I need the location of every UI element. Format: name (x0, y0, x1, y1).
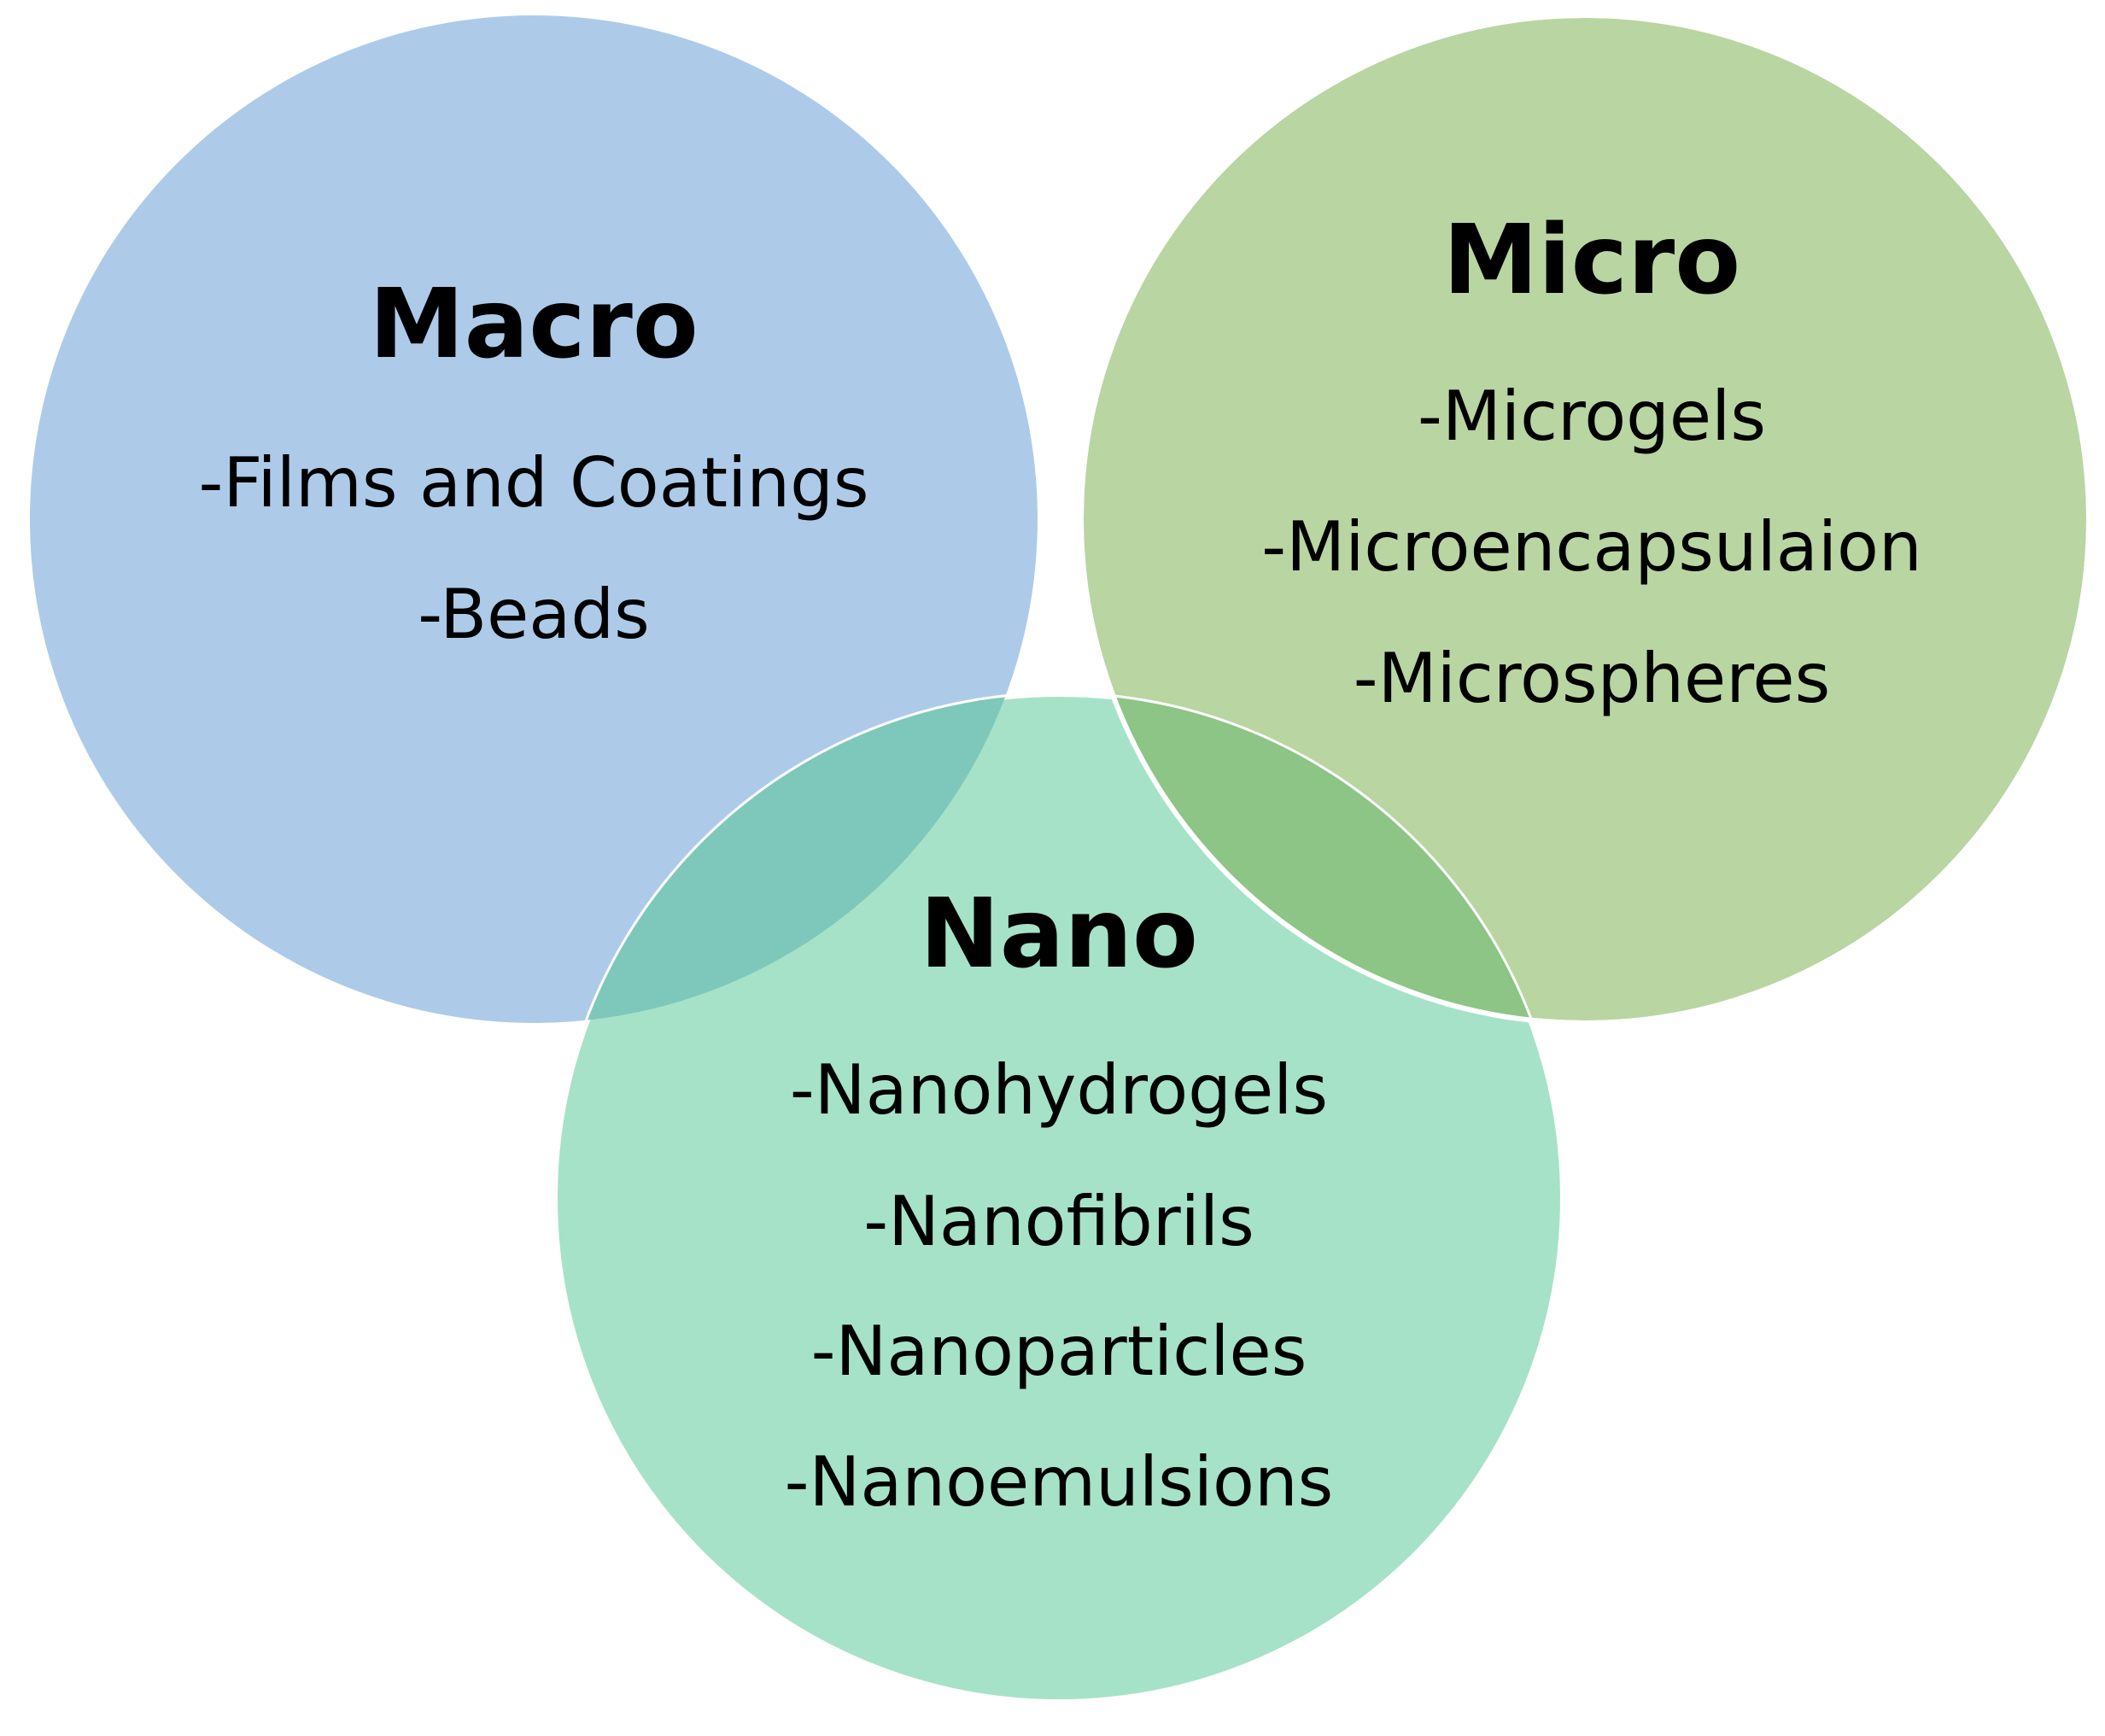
micro-title: Micro (1443, 205, 1740, 316)
macro-item: -Beads (418, 575, 650, 654)
micro-item: -Microgels (1418, 377, 1766, 456)
micro-label-group: Micro -Microgels -Microencapsulaion -Mic… (1261, 205, 1921, 718)
macro-title: Macro (369, 269, 699, 380)
nano-item: -Nanofibrils (863, 1182, 1254, 1261)
macro-item: -Films and Coatings (198, 443, 868, 523)
nano-item: -Nanohydrogels (790, 1050, 1328, 1130)
nano-label-group: Nano -Nanohydrogels -Nanofibrils -Nanopa… (785, 879, 1334, 1522)
nano-item: -Nanoemulsions (785, 1442, 1334, 1522)
micro-item: -Microspheres (1354, 639, 1831, 718)
nano-item: -Nanoparticles (811, 1312, 1307, 1391)
macro-label-group: Macro -Films and Coatings -Beads (198, 269, 868, 654)
micro-outline (1079, 13, 2091, 1026)
nano-circle (553, 692, 1565, 1704)
micro-item: -Microencapsulaion (1261, 507, 1921, 587)
macro-circle (30, 15, 1038, 1023)
nano-title: Nano (920, 879, 1198, 990)
